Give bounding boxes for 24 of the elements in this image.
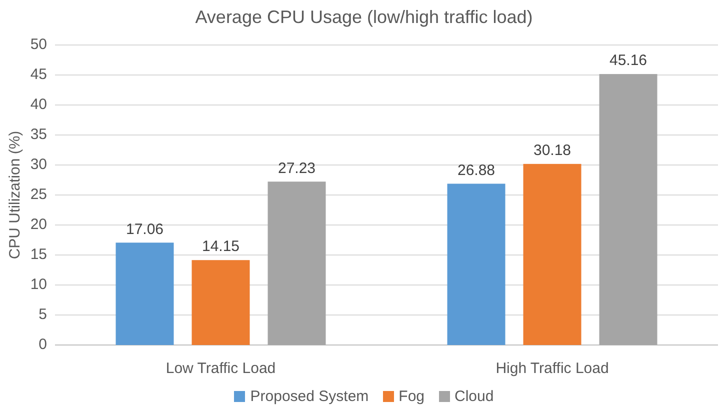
value-label: 14.15 [202,239,240,254]
legend-label: Cloud [454,389,494,404]
axis-tick-label: Low Traffic Load [166,361,276,376]
axis-tick-label: 20 [30,217,47,232]
axis-title: CPU Utilization (%) [8,130,22,260]
chart-title: Average CPU Usage (low/high traffic load) [195,8,533,26]
value-label: 27.23 [278,160,316,176]
axis-tick-label: 25 [30,187,47,202]
axis-tick-label: 35 [30,127,47,142]
value-label: 26.88 [457,162,496,178]
axis-tick-label: 40 [30,97,47,112]
axis-tick-label: 15 [30,247,47,262]
axis-tick-label: 0 [38,337,47,352]
axis-tick-label: 10 [30,277,47,292]
legend-label: Proposed System [250,389,369,404]
axis-tick-label: 30 [30,157,47,172]
axis-tick-label: 5 [38,307,47,322]
value-label: 17.06 [126,222,164,237]
value-label: 45.16 [609,53,648,68]
value-label: 30.18 [533,142,572,158]
legend-label: Fog [398,389,425,404]
axis-tick-label: High Traffic Load [496,361,609,376]
axis-tick-label: 50 [30,37,47,52]
axis-tick-label: 45 [30,67,47,82]
